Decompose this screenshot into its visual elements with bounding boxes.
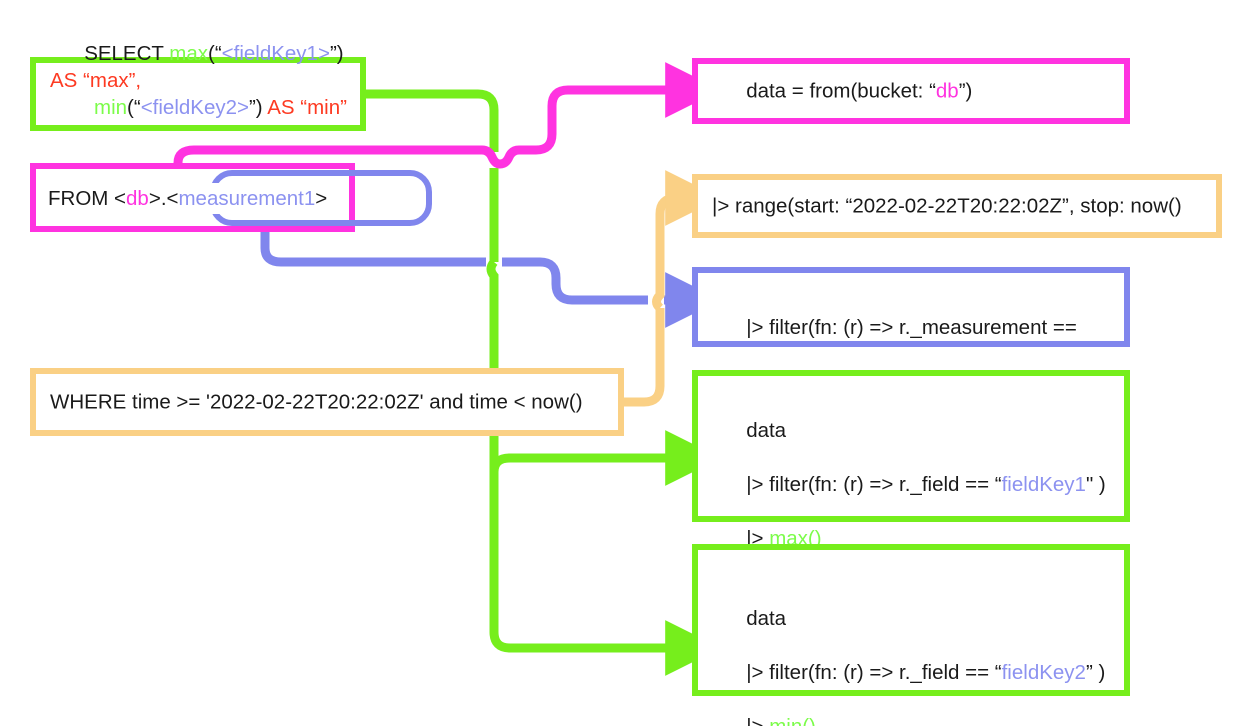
bucket-prefix: data = from(bucket: “ <box>746 79 936 103</box>
select-max-alias: AS “max”, <box>50 69 142 92</box>
flux-bucket-text: data = from(bucket: “db”) <box>712 51 1114 132</box>
select-max-fn: max <box>169 42 208 65</box>
influxql-where-text: WHERE time >= '2022-02-22T20:22:02Z' and… <box>50 390 583 414</box>
max-filter-suffix: " ) <box>1085 473 1106 496</box>
from-measurement: measurement1 <box>178 187 316 210</box>
influxql-select-text: SELECT max(“<fieldKey1>”) AS “max”,min(“… <box>50 13 350 175</box>
flux-filter-measurement-box[interactable]: |> filter(fn: (r) => r._measurement == "… <box>692 267 1130 393</box>
flux-bucket-box[interactable]: data = from(bucket: “db”) <box>692 58 1130 124</box>
wire-orange-where-to-range <box>624 170 721 407</box>
max-field: fieldKey1 <box>1001 473 1086 496</box>
filter-measurement-line1: |> filter(fn: (r) => r._measurement == <box>746 316 1077 339</box>
flux-range-box[interactable]: |> range(start: “2022-02-22T20:22:02Z”, … <box>692 174 1222 238</box>
select-min-close: ”) <box>248 96 268 119</box>
from-end: > <box>315 187 328 210</box>
select-min-fn: min <box>94 96 128 119</box>
select-keyword: SELECT <box>84 42 170 65</box>
min-agg-prefix: |> <box>746 715 769 726</box>
from-keyword: FROM < <box>48 187 127 210</box>
from-separator: >.< <box>148 187 179 210</box>
flux-max-block-box[interactable]: data |> filter(fn: (r) => r._field == “f… <box>692 370 1130 604</box>
min-filter-prefix: |> filter(fn: (r) => r._field == “ <box>746 661 1002 684</box>
influxql-from-text: FROM <db>.<measurement1> <box>44 183 332 214</box>
from-db: db <box>126 187 149 210</box>
bucket-suffix: ”) <box>958 79 973 103</box>
select-min-open: (“ <box>127 96 141 119</box>
flux-min-block-text: data |> filter(fn: (r) => r._field == “f… <box>712 578 1114 726</box>
select-max-open: (“ <box>208 42 222 65</box>
min-agg: min() <box>769 715 816 726</box>
min-filter-suffix: ” ) <box>1085 661 1106 684</box>
max-data-label: data <box>746 419 787 442</box>
select-max-close: ”) <box>329 42 349 65</box>
max-filter-prefix: |> filter(fn: (r) => r._field == “ <box>746 473 1002 496</box>
bucket-db: db <box>935 79 959 103</box>
select-min-alias: AS “min” <box>267 96 347 119</box>
influxql-where-box[interactable]: WHERE time >= '2022-02-22T20:22:02Z' and… <box>30 368 624 436</box>
min-data-label: data <box>746 607 787 630</box>
flux-min-block-box[interactable]: data |> filter(fn: (r) => r._field == “f… <box>692 544 1130 726</box>
influxql-select-box[interactable]: SELECT max(“<fieldKey1>”) AS “max”,min(“… <box>30 42 366 131</box>
wire-blue-measurement-to-filter <box>260 232 721 328</box>
wire-magenta-from-to-bucket <box>173 62 721 170</box>
select-min-field: <fieldKey2> <box>140 96 249 119</box>
select-max-field: <fieldKey1> <box>221 42 330 65</box>
flux-range-text: |> range(start: “2022-02-22T20:22:02Z”, … <box>712 194 1182 218</box>
wire-green-select-to-aggregates <box>366 89 721 676</box>
min-field: fieldKey2 <box>1001 661 1086 684</box>
